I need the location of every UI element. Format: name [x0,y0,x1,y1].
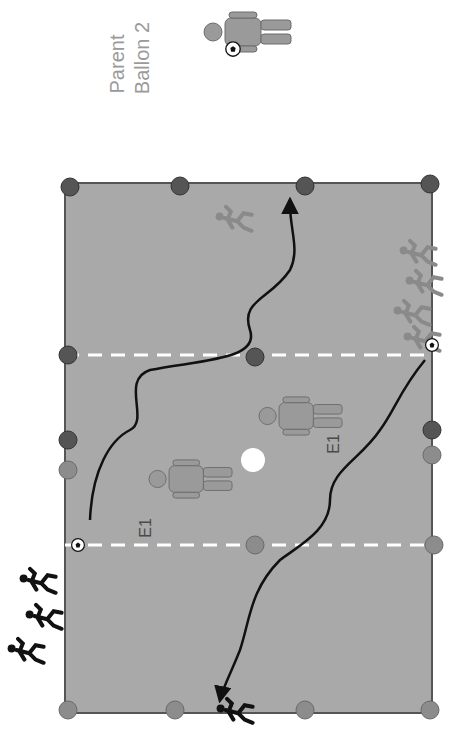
player [217,699,253,723]
legend-text: Ballon 2 [132,22,152,94]
dribble-path [220,360,425,700]
parent-figure [149,460,232,498]
parent-figure [259,397,342,435]
cones-light [59,446,443,719]
center-spot [241,448,265,472]
dribble-path [90,200,294,520]
player-group [394,241,442,352]
parent-icon [204,12,291,52]
ball-icon [226,42,240,56]
pitch [65,183,432,713]
player [216,207,252,231]
group-label: E1 [326,434,342,454]
group-label: E1 [138,518,154,538]
legend-text: Parent [107,35,127,94]
player-group [8,539,85,663]
